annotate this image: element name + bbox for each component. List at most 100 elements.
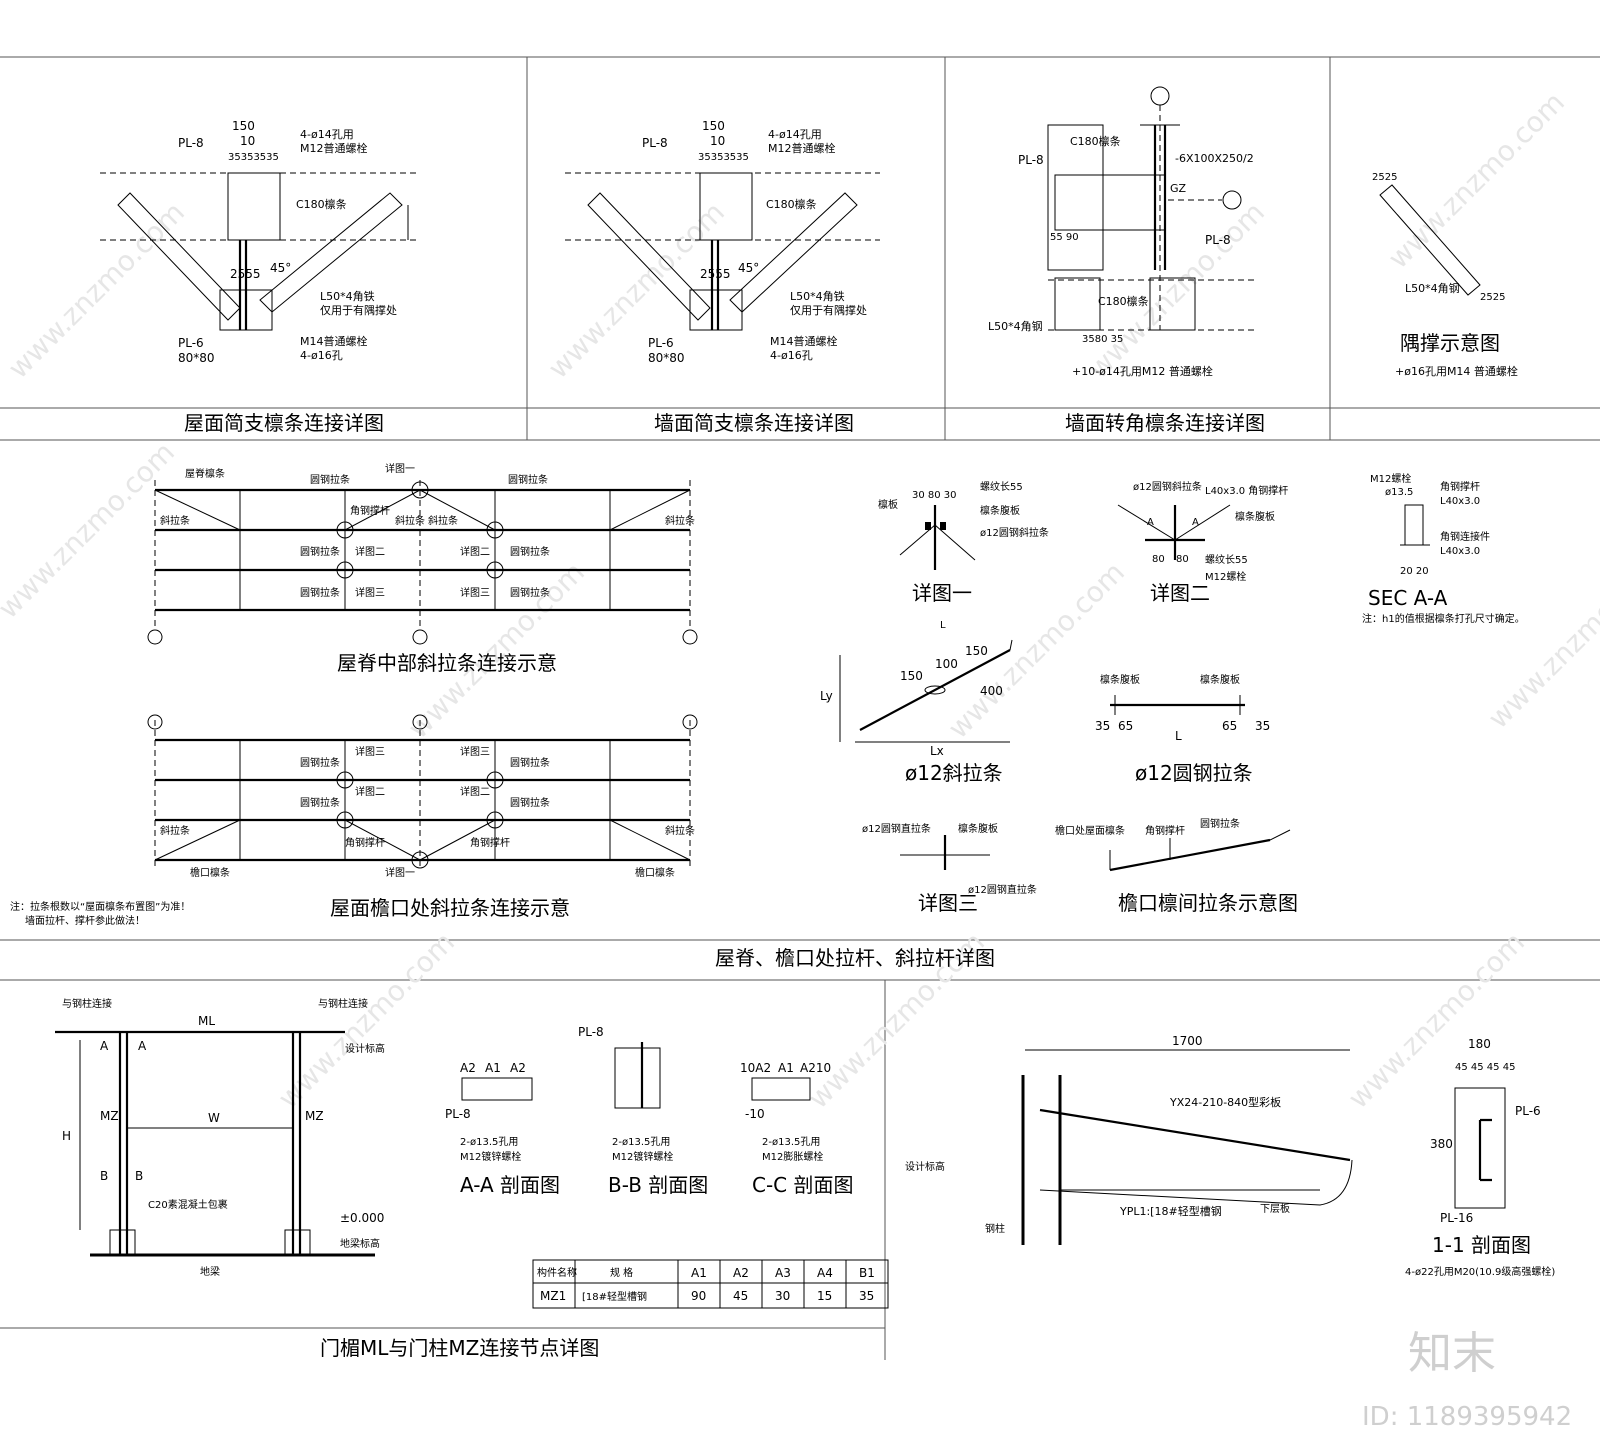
table-header: 构件名称 <box>537 1266 577 1279</box>
strut-label: 角钢撑杆 <box>345 836 385 849</box>
dim-label: 30 80 30 <box>912 490 957 501</box>
panel-title: 详图二 <box>1150 581 1210 605</box>
label: 檩条腹板 <box>958 822 998 835</box>
table-cell: 35 <box>859 1289 874 1303</box>
eave-tie-diagram: 檐口处屋面檩条 角钢撑杆 圆钢拉条 檐口檩间拉条示意图 <box>1055 817 1298 915</box>
tie-label: 圆钢拉条 <box>300 586 340 599</box>
plate-size-label: 80*80 <box>648 351 685 365</box>
dim-label: 35353535 <box>698 152 749 163</box>
panel-title: 墙面转角檩条连接详图 <box>1065 411 1265 435</box>
ridge-purlin-label: 屋脊檩条 <box>185 467 225 480</box>
detail-ref: 详图一 <box>385 866 415 879</box>
diag-tie-label: 斜拉条 <box>665 514 695 527</box>
label: 角钢撑杆 <box>1440 480 1480 493</box>
bolt-note: +10-ø14孔用M12 普通螺栓 <box>1072 364 1213 378</box>
dim-label: 1700 <box>1172 1034 1203 1048</box>
eave-purlin-label: 檐口檩条 <box>635 866 675 879</box>
strut-label: 角钢撑杆 <box>350 504 390 517</box>
dim-label: 65 <box>1118 719 1133 733</box>
dim-label: 400 <box>980 684 1003 698</box>
dim-label: 35 <box>1255 719 1270 733</box>
detail-ref: 详图三 <box>460 586 490 599</box>
detail-ref: 详图三 <box>355 745 385 758</box>
tie-label: 圆钢拉条 <box>510 545 550 558</box>
diag-tie-label: 斜拉条 <box>160 824 190 837</box>
detail-1: 檩板 30 80 30 螺纹长55 檩条腹板 ø12圆钢斜拉条 详图一 <box>878 480 1049 605</box>
label: ø12圆钢直拉条 <box>968 883 1037 896</box>
tie-label: 圆钢拉条 <box>510 586 550 599</box>
tie-label: 圆钢拉条 <box>300 545 340 558</box>
watermark-text: www.znzmo.com <box>1382 86 1571 275</box>
dim-label: 45 45 45 45 <box>1455 1062 1515 1073</box>
column-label: 钢柱 <box>985 1222 1005 1235</box>
bolt-note: +ø16孔用M14 普通螺栓 <box>1395 364 1518 378</box>
dim-label: 180 <box>1468 1037 1491 1051</box>
table-header: A4 <box>817 1266 833 1280</box>
dim-label: ML <box>198 1014 215 1028</box>
label: MZ <box>100 1109 119 1123</box>
plate-size-label: 80*80 <box>178 351 215 365</box>
plate-label: PL-16 <box>1440 1211 1473 1225</box>
panel-title: 1-1 剖面图 <box>1432 1233 1531 1257</box>
label: 设计标高 <box>345 1042 385 1055</box>
channel-label: YPL1:[18#轻型槽钢 <box>1119 1204 1222 1218</box>
label: 檐口处屋面檩条 <box>1055 824 1125 837</box>
note-line: 墙面拉杆、撑杆参此做法！ <box>25 914 145 927</box>
diag-tie-label: 斜拉条 <box>395 514 425 527</box>
purlin-label: C180檩条 <box>766 197 817 211</box>
label: 檩条腹板 <box>1200 673 1240 686</box>
roof-purlin-detail: 150 10 35353535 PL-8 4-ø14孔用 M12普通螺栓 C18… <box>100 119 420 435</box>
label: 螺纹长55 <box>1205 553 1248 566</box>
dim-label: A1 <box>485 1061 501 1075</box>
dim-label: 55 90 <box>1050 232 1079 243</box>
panel-title: 详图一 <box>912 581 972 605</box>
label: M12螺栓 <box>1205 570 1246 583</box>
plate-label: PL-8 <box>1018 153 1044 167</box>
bolt-label: 4-ø14孔用 <box>300 128 354 141</box>
wall-purlin-detail: 150 10 35353535 PL-8 4-ø14孔用 M12普通螺栓 C18… <box>565 119 880 435</box>
watermark-brand: 知末 ID: 1189395942 <box>1362 1328 1572 1432</box>
watermark-text: www.znzmo.com <box>2 196 191 385</box>
purlin-label: C180檩条 <box>296 197 347 211</box>
dim-label: L <box>940 620 946 631</box>
panel-title: C-C 剖面图 <box>752 1173 854 1197</box>
section-title: 屋脊、檐口处拉杆、斜拉杆详图 <box>715 946 995 970</box>
plate-label: PL-6 <box>1515 1104 1541 1118</box>
plate-label: PL-8 <box>178 136 204 150</box>
dim-label: W <box>208 1111 220 1125</box>
spec-table: 构件名称 规 格 A1 A2 A3 A4 B1 MZ1 [18#轻型槽钢 90 … <box>532 1259 889 1309</box>
dim-label: 380 <box>1430 1137 1453 1151</box>
plate-label: PL-8 <box>1205 233 1231 247</box>
bolt-label: 4-ø14孔用 <box>768 128 822 141</box>
table-cell: 30 <box>775 1289 790 1303</box>
panel-title: 屋脊中部斜拉条连接示意 <box>337 651 557 675</box>
dim-label: 80 <box>1152 554 1165 565</box>
bolt-label: 2-ø13.5孔用 <box>762 1136 820 1148</box>
column-label: GZ <box>1170 182 1187 195</box>
dim-label: 65 <box>1222 719 1237 733</box>
door-frame-detail: 与钢柱连接 与钢柱连接 ML 设计标高 A A MZ W MZ H B B C2… <box>55 997 599 1360</box>
note-line: 注：h1的值根据檩条打孔尺寸确定。 <box>1362 612 1525 625</box>
dim-label: 150 <box>900 669 923 683</box>
table-header: 规 格 <box>610 1266 633 1279</box>
detail-ref: 详图二 <box>355 545 385 558</box>
bolt-label: M12镀锌螺栓 <box>612 1150 673 1163</box>
tie-label: 圆钢拉条 <box>508 473 548 486</box>
image-id: ID: 1189395942 <box>1362 1402 1572 1432</box>
panel-title: ø12斜拉条 <box>905 761 1003 785</box>
angle-steel-note: 仅用于有隅撑处 <box>320 303 397 317</box>
detail-ref: 详图三 <box>460 745 490 758</box>
label: L40x3.0 <box>1440 496 1480 507</box>
dim-label: A2 <box>460 1061 476 1075</box>
plate-label: -10 <box>745 1107 765 1121</box>
panel-title: B-B 剖面图 <box>608 1173 708 1197</box>
strut-label: 角钢撑杆 <box>470 836 510 849</box>
purlin-label: C180檩条 <box>1070 134 1121 148</box>
section-aa-door: A2 A1 A2 PL-8 2-ø13.5孔用 M12镀锌螺栓 A-A 剖面图 <box>445 1061 560 1197</box>
level-label: 地梁标高 <box>340 1237 380 1250</box>
dim-label: 2525 <box>1372 172 1397 183</box>
tie-label: 圆钢拉条 <box>310 473 350 486</box>
label: C20素混凝土包裹 <box>148 1198 228 1211</box>
diag-tie-label: 斜拉条 <box>160 514 190 527</box>
plate-size-label: -6X100X250/2 <box>1175 152 1254 165</box>
